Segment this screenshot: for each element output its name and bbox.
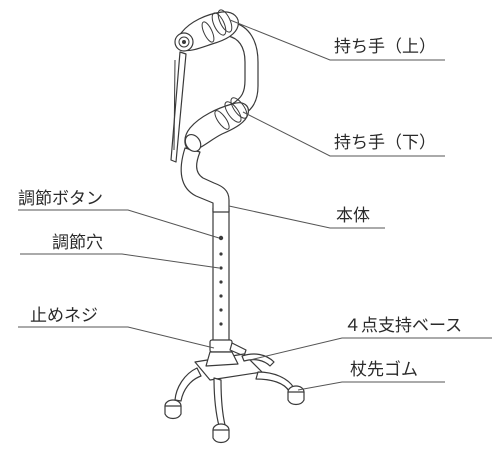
leader-lines [18, 19, 492, 391]
offset-bend [180, 147, 230, 213]
label-body: 本体 [336, 206, 370, 226]
grip-lower [184, 97, 249, 152]
wrist-strap [170, 51, 187, 163]
leader-adjust-hole [20, 253, 220, 269]
cane-body [180, 21, 259, 349]
label-grip-lower: 持ち手（下） [334, 133, 436, 153]
label-tip-rubber: 杖先ゴム [350, 359, 418, 380]
label-adjust-hole: 調節穴 [52, 233, 103, 253]
grip-upper [174, 9, 239, 52]
strap-band [170, 51, 187, 163]
leader-adjust-button [18, 209, 220, 239]
quad-base [164, 351, 305, 444]
leader-lock-screw [18, 326, 215, 349]
lower-grip-end [184, 134, 202, 152]
leader-body [228, 205, 385, 229]
leader-grip-upper [229, 19, 445, 61]
lower-shaft [212, 207, 230, 349]
leg-back-left [174, 367, 202, 402]
adjust-button-dot [218, 235, 224, 241]
leg-front [213, 377, 226, 427]
label-grip-upper: 持ち手（上） [334, 37, 436, 57]
label-quad-base: ４点支持ベース [344, 316, 462, 336]
leader-tip-rubber [297, 381, 445, 391]
label-lock-screw: 止めネジ [30, 306, 98, 326]
leader-grip-lower [242, 111, 445, 157]
label-adjust-button: 調節ボタン [18, 189, 103, 209]
leg-right [255, 371, 295, 392]
leader-quad-base [249, 337, 492, 361]
adjust-holes [219, 252, 223, 326]
